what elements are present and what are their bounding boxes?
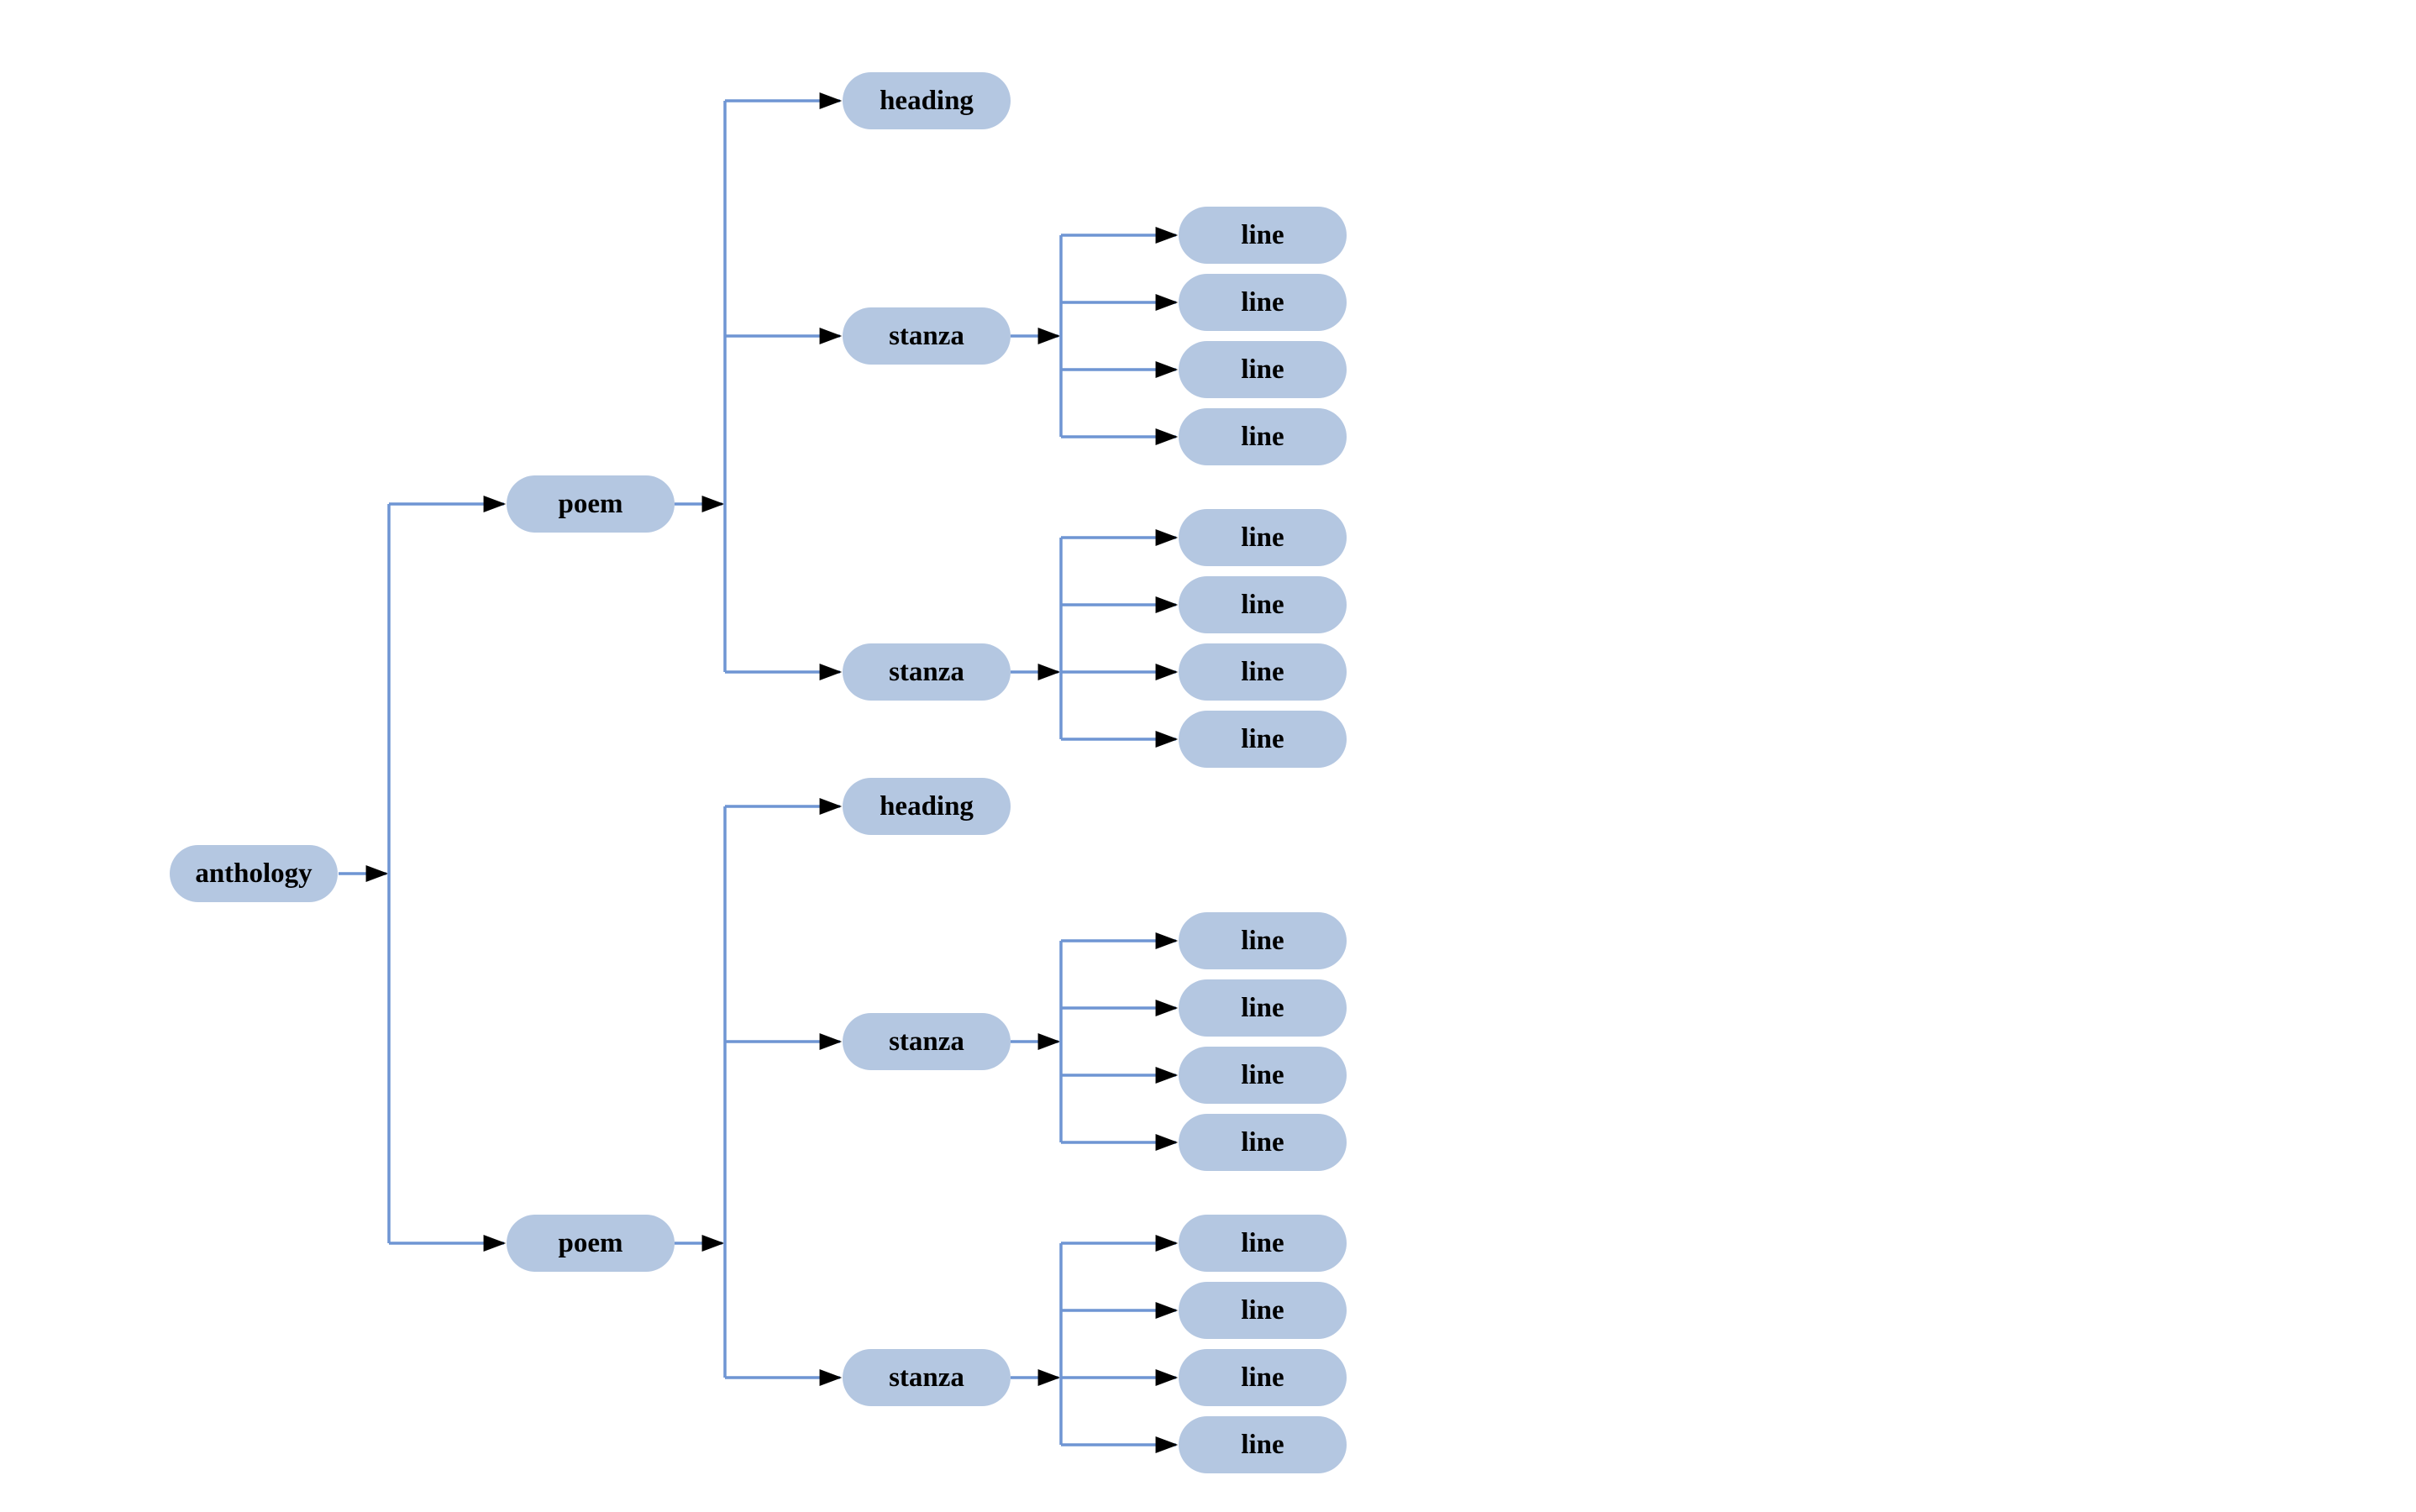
node-line-3-4: line — [1179, 1114, 1347, 1171]
node-stanza-3: stanza — [843, 1013, 1011, 1070]
node-heading-1: heading — [843, 72, 1011, 129]
node-heading-2: heading — [843, 778, 1011, 835]
node-line-1-2: line — [1179, 274, 1347, 331]
node-line-3-2: line — [1179, 979, 1347, 1037]
node-poem-1: poem — [507, 475, 675, 533]
node-stanza-4: stanza — [843, 1349, 1011, 1406]
node-line-2-2: line — [1179, 576, 1347, 633]
node-poem-2: poem — [507, 1215, 675, 1272]
node-line-4-1: line — [1179, 1215, 1347, 1272]
node-line-4-4: line — [1179, 1416, 1347, 1473]
node-line-3-3: line — [1179, 1047, 1347, 1104]
node-stanza-2: stanza — [843, 643, 1011, 701]
node-line-2-4: line — [1179, 711, 1347, 768]
node-line-4-2: line — [1179, 1282, 1347, 1339]
node-line-1-4: line — [1179, 408, 1347, 465]
node-stanza-1: stanza — [843, 307, 1011, 365]
node-line-1-1: line — [1179, 207, 1347, 264]
node-line-2-1: line — [1179, 509, 1347, 566]
node-line-3-1: line — [1179, 912, 1347, 969]
node-line-2-3: line — [1179, 643, 1347, 701]
node-line-1-3: line — [1179, 341, 1347, 398]
node-anthology: anthology — [170, 845, 338, 902]
node-line-4-3: line — [1179, 1349, 1347, 1406]
